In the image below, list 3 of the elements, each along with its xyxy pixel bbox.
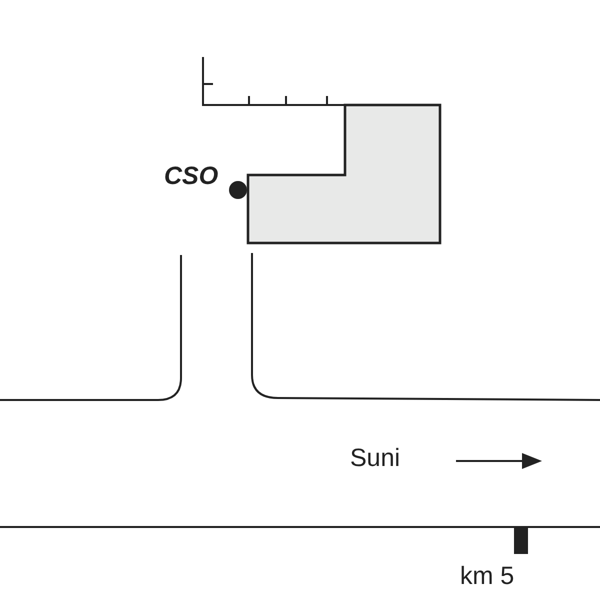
point-label: CSO (164, 164, 218, 189)
kilometre-label: km 5 (460, 564, 514, 589)
river-name: Suni (350, 446, 400, 471)
